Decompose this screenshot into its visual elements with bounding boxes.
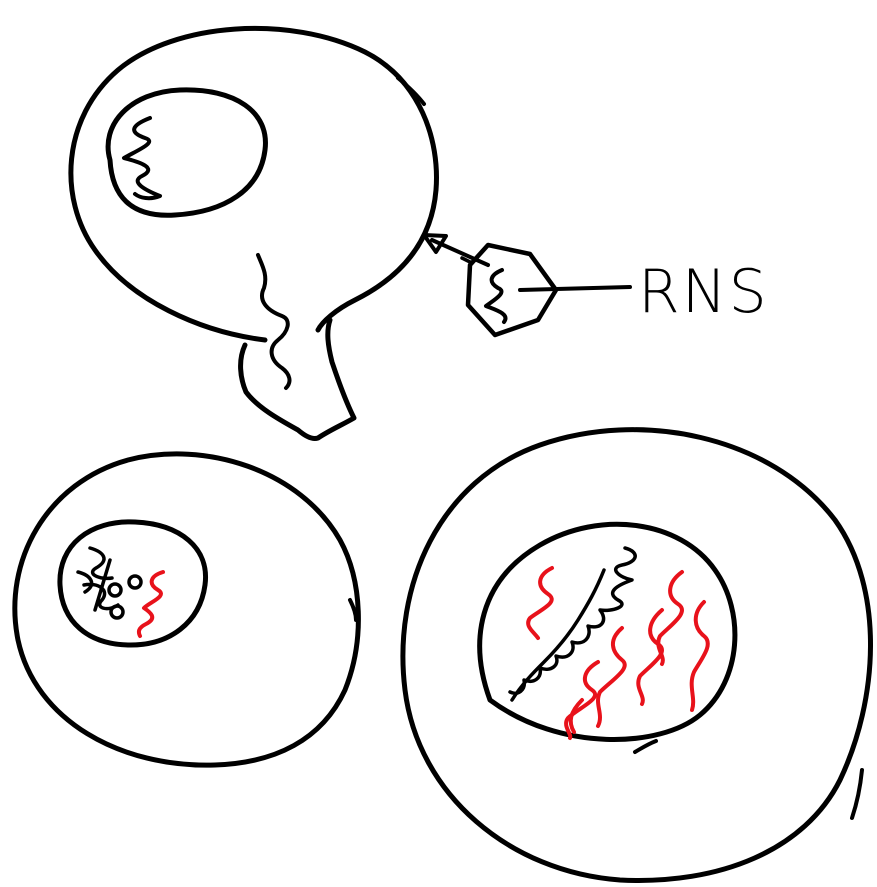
rna-transcript-6 [692, 602, 708, 710]
cell-membrane-top [71, 28, 437, 340]
membrane-edge-mark [398, 78, 424, 104]
nucleus-top [108, 90, 265, 215]
rna-transcript-7 [571, 700, 582, 732]
pocket-rna-strand [258, 255, 289, 388]
genome-tangle [78, 548, 118, 610]
nucleus-bottom-right [480, 524, 735, 752]
rna-transcript-3 [598, 628, 625, 726]
nucleus-envelope-bottom-left [60, 522, 206, 645]
virus-rna-strand [486, 270, 505, 322]
rna-transcript-5 [658, 572, 682, 664]
membrane-edge-mark-right [852, 770, 862, 818]
virus-particle: RNS [424, 235, 769, 335]
nucleus-edge-mark [635, 741, 656, 752]
genome-loop-1 [109, 584, 121, 596]
infected-cell-top [71, 28, 437, 438]
membrane-edge-mark-left [350, 600, 356, 620]
nucleus-bottom-left [60, 522, 206, 645]
cell-early-replication [15, 454, 359, 765]
cell-membrane-bottom-right [403, 430, 871, 881]
virus-pointer-line [520, 287, 630, 290]
nucleus-envelope-bottom-right [480, 524, 735, 739]
cell-active-transcription [403, 430, 871, 881]
genome-loop-2 [111, 606, 123, 618]
genome-strand-top [124, 118, 160, 198]
rna-transcript-4 [638, 610, 662, 704]
virus-label: RNS [638, 257, 769, 327]
rna-transcript-1 [528, 568, 552, 638]
genome-loop-3 [129, 576, 141, 588]
